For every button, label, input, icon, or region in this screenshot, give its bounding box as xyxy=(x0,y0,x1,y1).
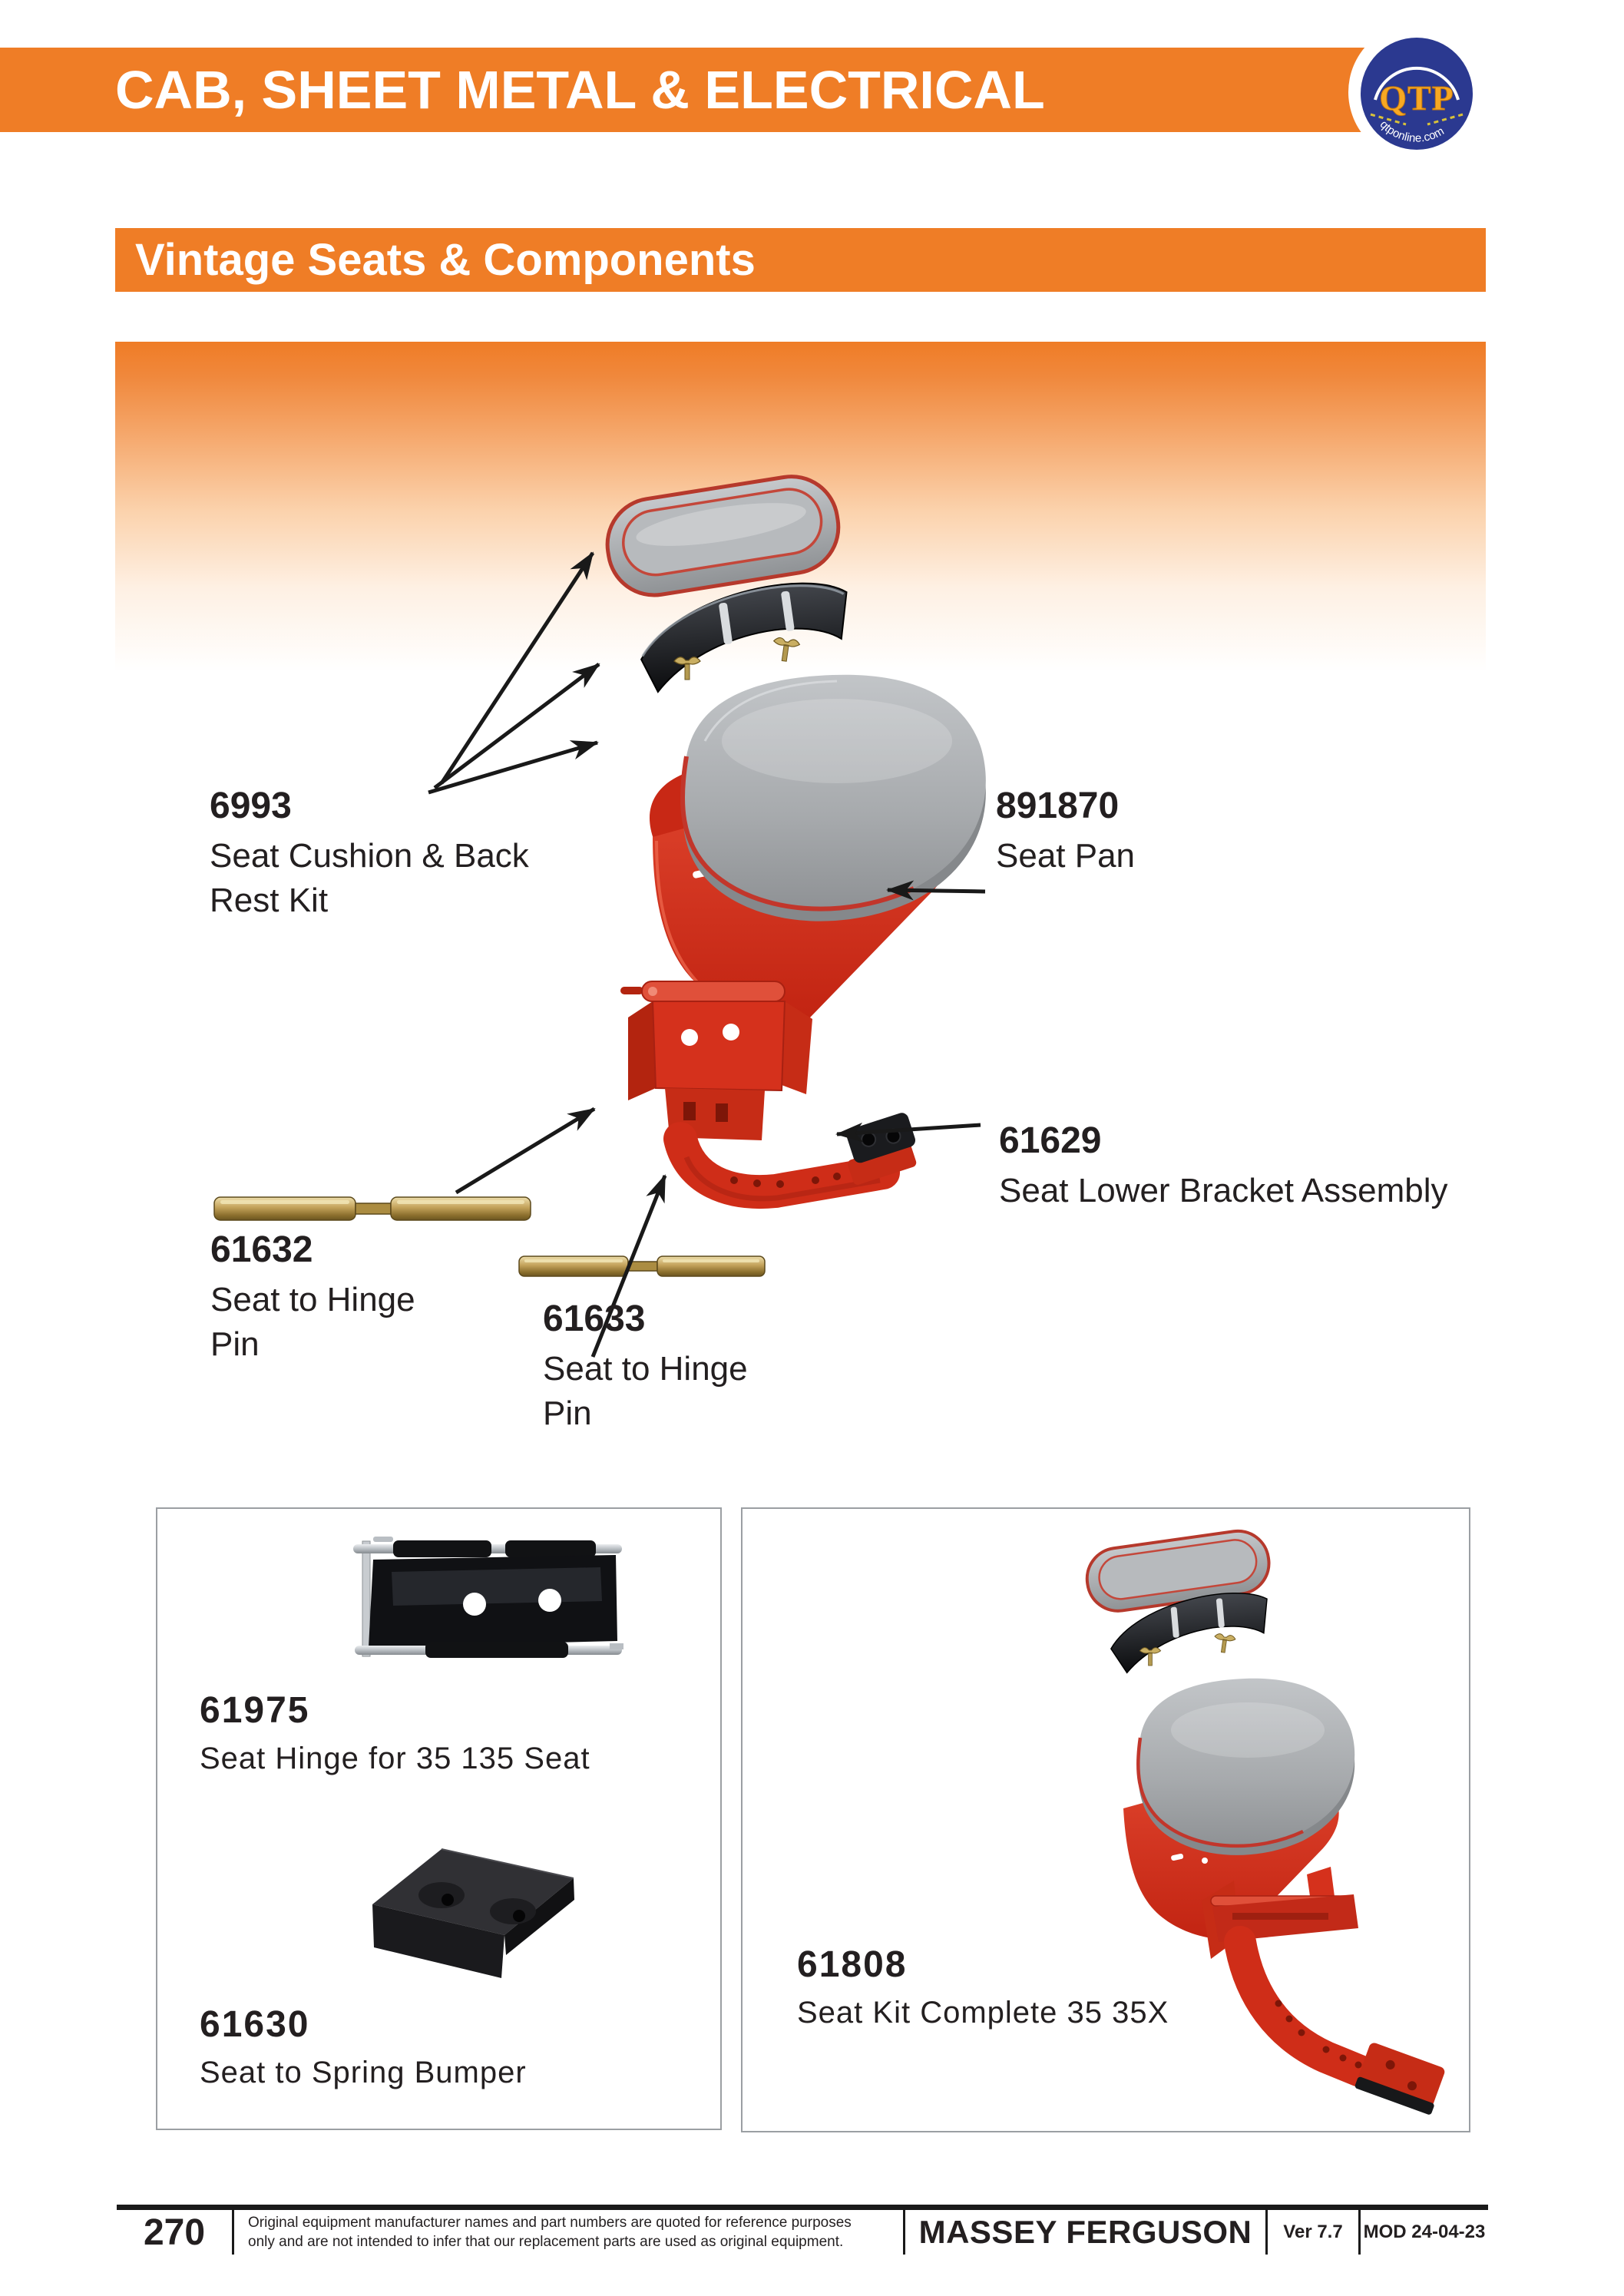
version-text: Ver 7.7 xyxy=(1265,2210,1358,2255)
backrest-bracket-image xyxy=(640,582,848,693)
product-box-right xyxy=(741,1507,1470,2132)
page-number: 270 xyxy=(143,2212,206,2253)
logo-circle xyxy=(1361,38,1473,150)
kit-wing-bolt xyxy=(1139,1647,1162,1666)
part-number: 61808 xyxy=(797,1944,908,1985)
part-number: 61629 xyxy=(999,1120,1102,1161)
part-desc-line: Seat to Hinge xyxy=(210,1281,415,1318)
arrow-from-pin-61632 xyxy=(455,1107,596,1195)
kit-wing-bolt xyxy=(1214,1633,1236,1653)
seat-kit-61808-image xyxy=(1085,1529,1445,2115)
brand-text: MASSEY FERGUSON xyxy=(903,2210,1265,2255)
part-desc-line: Seat Hinge for 35 135 Seat xyxy=(200,1742,590,1775)
part-label-61808: 61808 Seat Kit Complete 35 35X xyxy=(797,1947,1169,2031)
part-label-61629: 61629 Seat Lower Bracket Assembly xyxy=(999,1123,1447,1213)
part-desc-line: Rest Kit xyxy=(210,882,329,919)
part-desc-line: Seat to Hinge xyxy=(543,1350,748,1388)
logo-abbr-text: QTP xyxy=(1379,78,1454,117)
kit-lower-bracket xyxy=(1202,1867,1445,2115)
part-desc-line: Pin xyxy=(210,1325,260,1363)
arrow-to-backrest xyxy=(439,551,595,785)
part-label-61975: 61975 Seat Hinge for 35 135 Seat xyxy=(200,1692,590,1777)
part-label-61630: 61630 Seat to Spring Bumper xyxy=(200,2007,527,2091)
footer: 270 Original equipment manufacturer name… xyxy=(117,2205,1488,2255)
part-label-61632: 61632 Seat to Hinge Pin xyxy=(210,1232,415,1367)
seat-cushion-image xyxy=(680,674,986,921)
kit-seat-cushion xyxy=(1136,1678,1355,1855)
mod-date-text: MOD 24-04-23 xyxy=(1358,2210,1488,2255)
seat-hinge-61975-image xyxy=(353,1537,623,1658)
logo-dash-left xyxy=(1370,113,1407,126)
kit-backrest-bracket xyxy=(1110,1593,1268,1674)
wing-bolt-icon xyxy=(772,637,801,662)
arrow-to-bracket xyxy=(433,663,600,789)
disclaimer-line-1: Original equipment manufacturer names an… xyxy=(248,2215,852,2231)
part-desc-line: Seat Lower Bracket Assembly xyxy=(999,1172,1448,1209)
part-desc-line: Pin xyxy=(543,1394,592,1432)
part-label-891870: 891870 Seat Pan xyxy=(996,788,1135,878)
arrow-to-seat-pan xyxy=(886,880,986,901)
part-number: 891870 xyxy=(996,786,1120,826)
disclaimer-line-2: only and are not intended to infer that … xyxy=(248,2234,844,2250)
spring-bumper-61630-image xyxy=(372,1848,574,1978)
qtp-logo-image: QTP qtponline.com xyxy=(1361,38,1473,150)
logo-dash-right xyxy=(1427,113,1464,126)
arrow-from-pin-61633 xyxy=(590,1174,667,1358)
hinge-pin-61632-image xyxy=(213,1196,531,1221)
part-number: 61975 xyxy=(200,1690,310,1731)
exploded-seat-diagram xyxy=(213,475,986,1358)
part-desc-line: Seat Cushion & Back xyxy=(210,837,529,875)
part-desc-line: Seat Pan xyxy=(996,837,1136,875)
arrow-to-cushion xyxy=(428,740,599,795)
section-title: Vintage Seats & Components xyxy=(135,235,756,285)
part-desc-line: Seat Kit Complete 35 35X xyxy=(797,1996,1169,2030)
part-label-6993: 6993 Seat Cushion & Back Rest Kit xyxy=(210,788,529,923)
page-title: CAB, SHEET METAL & ELECTRICAL xyxy=(115,60,1045,120)
footer-disclaimer: Original equipment manufacturer names an… xyxy=(232,2210,903,2255)
pointer-arrows xyxy=(428,551,986,1358)
lower-bracket-image xyxy=(620,981,917,1209)
part-desc-line: Seat to Spring Bumper xyxy=(200,2056,527,2089)
part-number: 61633 xyxy=(543,1299,646,1339)
section-title-bar xyxy=(115,228,1486,292)
wing-bolt-icon xyxy=(673,657,701,680)
qtp-logo: QTP qtponline.com xyxy=(1360,37,1474,151)
part-number: 61632 xyxy=(210,1229,313,1270)
arrow-to-lower-bracket xyxy=(835,1122,981,1143)
logo-arc xyxy=(1374,66,1460,101)
hinge-pin-61633-image xyxy=(518,1256,766,1277)
part-label-61633: 61633 Seat to Hinge Pin xyxy=(543,1301,748,1436)
part-number: 6993 xyxy=(210,786,292,826)
header-bar xyxy=(0,48,1382,132)
backrest-cushion-image xyxy=(605,475,841,597)
part-number: 61630 xyxy=(200,2004,310,2045)
